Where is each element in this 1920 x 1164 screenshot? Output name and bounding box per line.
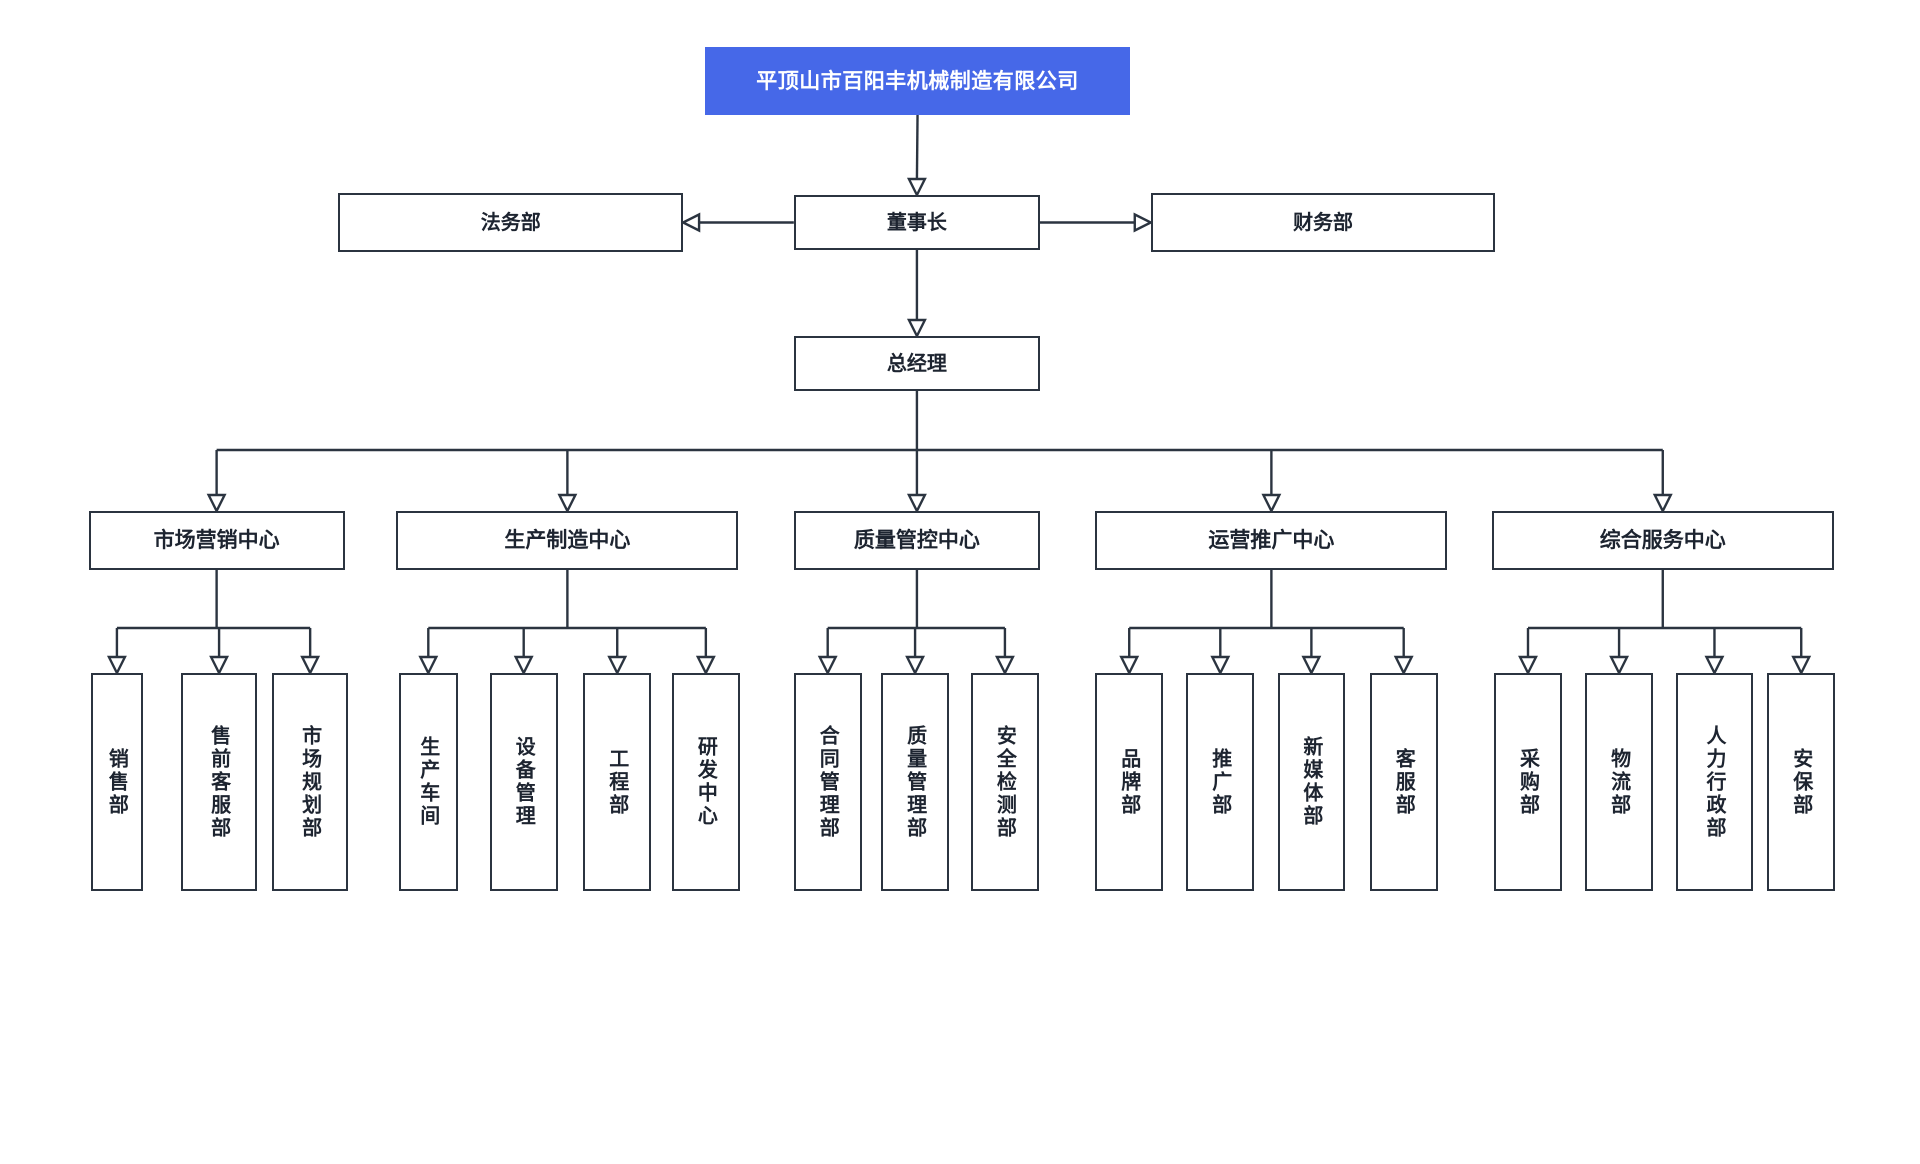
node-label: 设备管理	[512, 736, 537, 828]
node-label: 售前客服部	[207, 724, 232, 840]
node-label: 总经理	[886, 351, 947, 375]
node-label: 平顶山市百阳丰机械制造有限公司	[756, 68, 1079, 93]
center-node-5[interactable]: 综合服务中心	[1491, 511, 1834, 570]
department-node-2-3[interactable]: 工程部	[583, 673, 652, 891]
node-label: 市场规划部	[298, 724, 323, 840]
node-label: 新媒体部	[1299, 736, 1324, 828]
department-node-2-4[interactable]: 研发中心	[672, 673, 740, 891]
center-node-3[interactable]: 质量管控中心	[793, 511, 1040, 570]
chairman-node[interactable]: 董事长	[793, 195, 1040, 250]
node-label: 物流部	[1607, 747, 1632, 817]
node-label: 质量管理部	[903, 724, 928, 840]
general-manager-node[interactable]: 总经理	[793, 336, 1040, 391]
department-node-3-1[interactable]: 合同管理部	[793, 673, 862, 891]
node-label: 合同管理部	[816, 724, 841, 840]
department-node-3-3[interactable]: 安全检测部	[971, 673, 1039, 891]
node-label: 安保部	[1789, 747, 1814, 817]
node-label: 安全检测部	[993, 724, 1018, 840]
department-node-4-4[interactable]: 客服部	[1369, 673, 1438, 891]
node-label: 生产制造中心	[504, 528, 631, 553]
node-label: 市场营销中心	[153, 528, 280, 553]
department-node-1-3[interactable]: 市场规划部	[272, 673, 349, 891]
node-label: 研发中心	[694, 736, 719, 828]
node-label: 销售部	[105, 747, 130, 817]
center-node-4[interactable]: 运营推广中心	[1095, 511, 1448, 570]
node-label: 法务部	[480, 210, 541, 234]
department-node-2-2[interactable]: 设备管理	[489, 673, 558, 891]
department-node-5-1[interactable]: 采购部	[1494, 673, 1562, 891]
node-label: 采购部	[1516, 747, 1541, 817]
node-label: 工程部	[605, 747, 630, 817]
legal-department-node[interactable]: 法务部	[338, 193, 684, 252]
node-label: 生产车间	[416, 736, 441, 828]
node-label: 运营推广中心	[1208, 528, 1335, 553]
department-node-1-1[interactable]: 销售部	[91, 673, 143, 891]
node-label: 质量管控中心	[853, 528, 980, 553]
finance-department-node[interactable]: 财务部	[1150, 193, 1496, 252]
department-node-4-1[interactable]: 品牌部	[1095, 673, 1164, 891]
department-node-5-2[interactable]: 物流部	[1585, 673, 1653, 891]
department-node-1-2[interactable]: 售前客服部	[180, 673, 258, 891]
department-node-2-1[interactable]: 生产车间	[398, 673, 458, 891]
department-node-5-4[interactable]: 安保部	[1767, 673, 1836, 891]
node-label: 财务部	[1293, 210, 1354, 234]
department-node-5-3[interactable]: 人力行政部	[1676, 673, 1753, 891]
center-node-1[interactable]: 市场营销中心	[88, 511, 345, 570]
department-node-4-2[interactable]: 推广部	[1186, 673, 1255, 891]
node-label: 客服部	[1392, 747, 1417, 817]
root-company-node[interactable]: 平顶山市百阳丰机械制造有限公司	[705, 47, 1130, 115]
node-label: 人力行政部	[1702, 724, 1727, 840]
node-label: 董事长	[886, 210, 947, 234]
node-label: 推广部	[1208, 747, 1233, 817]
node-label: 品牌部	[1117, 747, 1142, 817]
center-node-2[interactable]: 生产制造中心	[396, 511, 739, 570]
department-node-4-3[interactable]: 新媒体部	[1277, 673, 1346, 891]
node-label: 综合服务中心	[1599, 528, 1726, 553]
department-node-3-2[interactable]: 质量管理部	[881, 673, 949, 891]
